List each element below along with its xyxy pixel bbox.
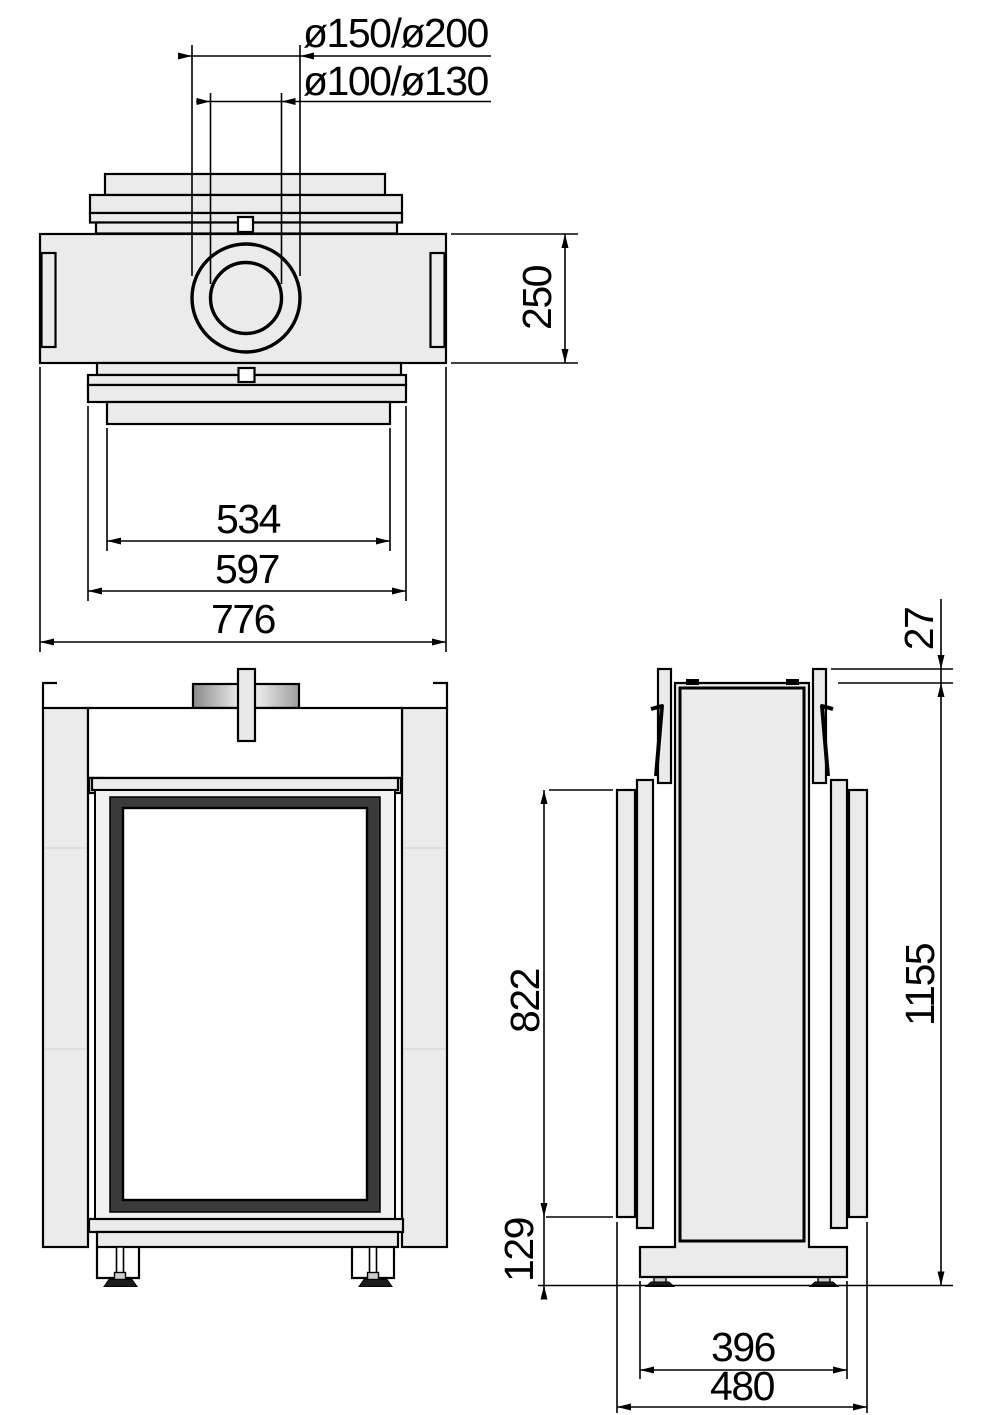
dim-label-side-panel-height: 822 — [502, 969, 548, 1033]
dimension-arrow — [540, 1203, 548, 1217]
dimension-arrow — [88, 587, 102, 595]
wall-bracket-left — [41, 681, 57, 708]
dim-label-strip-offset: 27 — [896, 608, 942, 651]
dimension-arrow — [107, 537, 121, 545]
dimension-arrow — [640, 1366, 654, 1374]
front-view — [41, 667, 449, 1287]
top-view-front-clip — [236, 215, 255, 234]
dim-label-flue: ø150/ø200 — [303, 10, 488, 56]
dim-side-panel-height: 822 — [502, 789, 613, 1299]
base-strip — [95, 1230, 400, 1249]
side-slab-outer-right — [847, 788, 869, 1219]
dimension-arrow — [196, 98, 211, 105]
dimension-arrow — [281, 98, 296, 105]
column-top-tab — [686, 679, 699, 685]
dim-label-base-depth: 396 — [711, 1324, 775, 1370]
dim-air-intake-diameters: ø100/ø130 — [196, 58, 491, 284]
side-slab-outer-left — [615, 788, 637, 1219]
dimension-arrow — [40, 638, 54, 646]
dim-base-depth: 396 — [639, 1281, 848, 1379]
top-view-left-tab — [40, 251, 57, 349]
column-top-tab — [786, 679, 799, 685]
front-panel-left — [41, 706, 90, 1249]
dimension-arrow — [617, 1403, 631, 1411]
top-view-body — [38, 232, 448, 365]
dimension-arrow — [561, 234, 569, 248]
dim-flue-diameters: ø150/ø200 — [178, 10, 491, 276]
dim-strip-offset: 27 — [831, 608, 953, 697]
door-glass — [121, 806, 369, 1202]
mount-hook-left — [650, 704, 664, 777]
dim-label-total-depth: 480 — [710, 1363, 775, 1409]
dim-label-inner-width: 534 — [216, 496, 281, 542]
side-slab-inner-left — [635, 778, 655, 1230]
dimension-arrow — [540, 1285, 548, 1300]
leg-foot-left — [103, 1279, 138, 1287]
dimension-arrow — [432, 638, 446, 646]
dimension-arrow — [561, 349, 569, 363]
dim-door-width: 597 — [87, 406, 407, 601]
dimension-arrow — [540, 790, 548, 804]
dim-label-air-intake: ø100/ø130 — [303, 58, 488, 104]
flue-outer-circle — [190, 242, 302, 354]
dim-label-total-width: 776 — [211, 596, 275, 642]
leg-foot-right — [358, 1279, 393, 1287]
side-slab-inner-right — [829, 778, 849, 1230]
dimension-arrow — [376, 537, 390, 545]
top-view-front-bar-2 — [88, 193, 404, 215]
side-strip-right — [811, 667, 828, 785]
dimension-arrow — [392, 587, 406, 595]
top-view-back-clip — [237, 366, 256, 384]
dim-total-height: 1155 — [897, 599, 945, 1286]
front-panel-right — [400, 706, 449, 1249]
top-view-front-bar-1 — [103, 172, 387, 197]
top-view-back-bar-3 — [86, 383, 408, 404]
dimension-arrow — [853, 1403, 867, 1411]
top-view-back-bar-4 — [105, 400, 392, 426]
dimension-arrow — [937, 1271, 945, 1286]
leg-nut-right — [366, 1271, 380, 1281]
dim-label-base-height: 129 — [496, 1218, 542, 1282]
dim-inner-width: 534 — [106, 428, 391, 551]
leg-rod-right — [368, 1246, 378, 1274]
dimension-arrow — [178, 52, 192, 60]
bottom-ledge — [87, 1217, 405, 1234]
leg-rod-left — [115, 1246, 125, 1274]
upper-ledge — [90, 776, 400, 792]
dim-base-height: 129 — [496, 1218, 953, 1300]
dim-total-depth: 480 — [616, 1222, 868, 1413]
top-view: ø150/ø200 ø100/ø130 250 534 — [38, 10, 578, 652]
side-strip-left — [656, 667, 673, 785]
mount-hook-right — [820, 704, 834, 777]
top-view-right-tab — [429, 251, 446, 349]
dim-label-top-depth: 250 — [514, 265, 560, 330]
leg-nut-left — [113, 1271, 127, 1281]
flue-inner-circle — [208, 260, 284, 336]
wall-bracket-right — [433, 681, 449, 708]
side-firebox-lining — [678, 686, 806, 1243]
dimension-arrow — [300, 52, 314, 60]
dim-label-door-width: 597 — [215, 546, 279, 592]
side-view: 27 1155 822 129 — [496, 599, 953, 1413]
dim-top-depth: 250 — [451, 233, 578, 364]
dimension-arrow — [833, 1366, 847, 1374]
dim-total-width: 776 — [39, 367, 447, 652]
damper-handle — [236, 667, 257, 743]
dim-label-total-height: 1155 — [897, 943, 943, 1026]
